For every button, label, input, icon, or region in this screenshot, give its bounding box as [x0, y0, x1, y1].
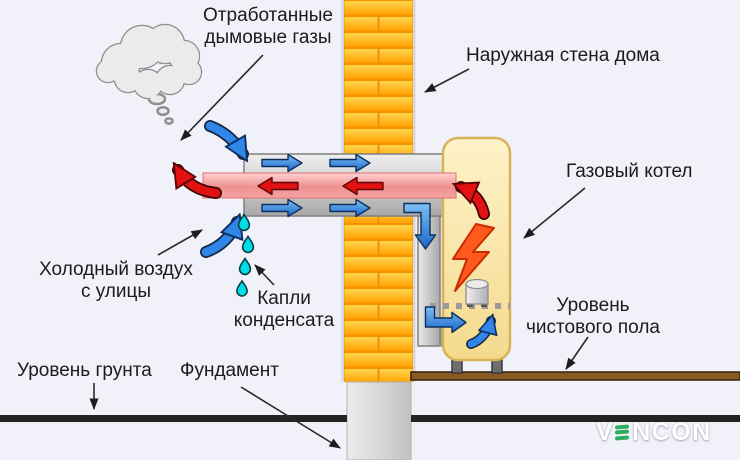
label-gas-boiler: Газовый котел: [566, 161, 693, 182]
air-elbow-arrows: [403, 202, 467, 334]
finished-floor-line: [410, 371, 740, 381]
air-into-boiler-arrow: [424, 306, 467, 334]
logo-suffix: NCON: [632, 417, 712, 446]
smoke-cloud-icon: [95, 23, 203, 125]
label-foundation: Фундамент: [180, 360, 279, 381]
leader-wall: [424, 68, 470, 93]
leader-condensate: [254, 264, 275, 286]
condensate-drops: [236, 213, 255, 297]
vencon-logo: V NCON: [596, 417, 712, 446]
leader-arrows: [89, 54, 589, 449]
coaxial-inner-pipe: [202, 172, 457, 199]
leader-boiler: [523, 187, 586, 239]
leader-coldair: [157, 229, 203, 256]
foundation-block: [346, 381, 412, 460]
leader-foundation: [240, 386, 341, 449]
burner-cylinder: [465, 278, 489, 307]
curved-arrows: [172, 120, 491, 349]
label-clean-floor-level: Уровень чистового пола: [526, 295, 660, 338]
label-cold-air: Холодный воздух с улицы: [39, 259, 193, 302]
cold-air-curve-top: [205, 121, 243, 154]
logo-prefix: V: [596, 417, 615, 446]
air-intake-arrows: [261, 153, 371, 218]
exhaust-flow-arrows: [257, 176, 384, 196]
air-to-burner-curve: [467, 321, 491, 348]
exhaust-exit-curve: [178, 170, 221, 198]
leader-floor: [565, 336, 589, 370]
boiler-interior: [430, 223, 510, 309]
leader-exhaust: [180, 54, 264, 141]
cold-air-curve-bottom: [201, 222, 237, 257]
label-ground-level: Уровень грунта: [17, 360, 152, 381]
label-condensate-drops: Капли конденсата: [233, 288, 335, 331]
label-exhaust-gases: Отработанные дымовые газы: [203, 5, 333, 48]
flame-icon: [452, 223, 495, 292]
label-outer-wall: Наружная стена дома: [466, 45, 660, 66]
air-down-duct-arrow: [403, 202, 437, 250]
ground-level-line: [0, 415, 740, 422]
exhaust-from-boiler-curve: [461, 187, 489, 219]
vencon-e-icon: [615, 423, 630, 441]
